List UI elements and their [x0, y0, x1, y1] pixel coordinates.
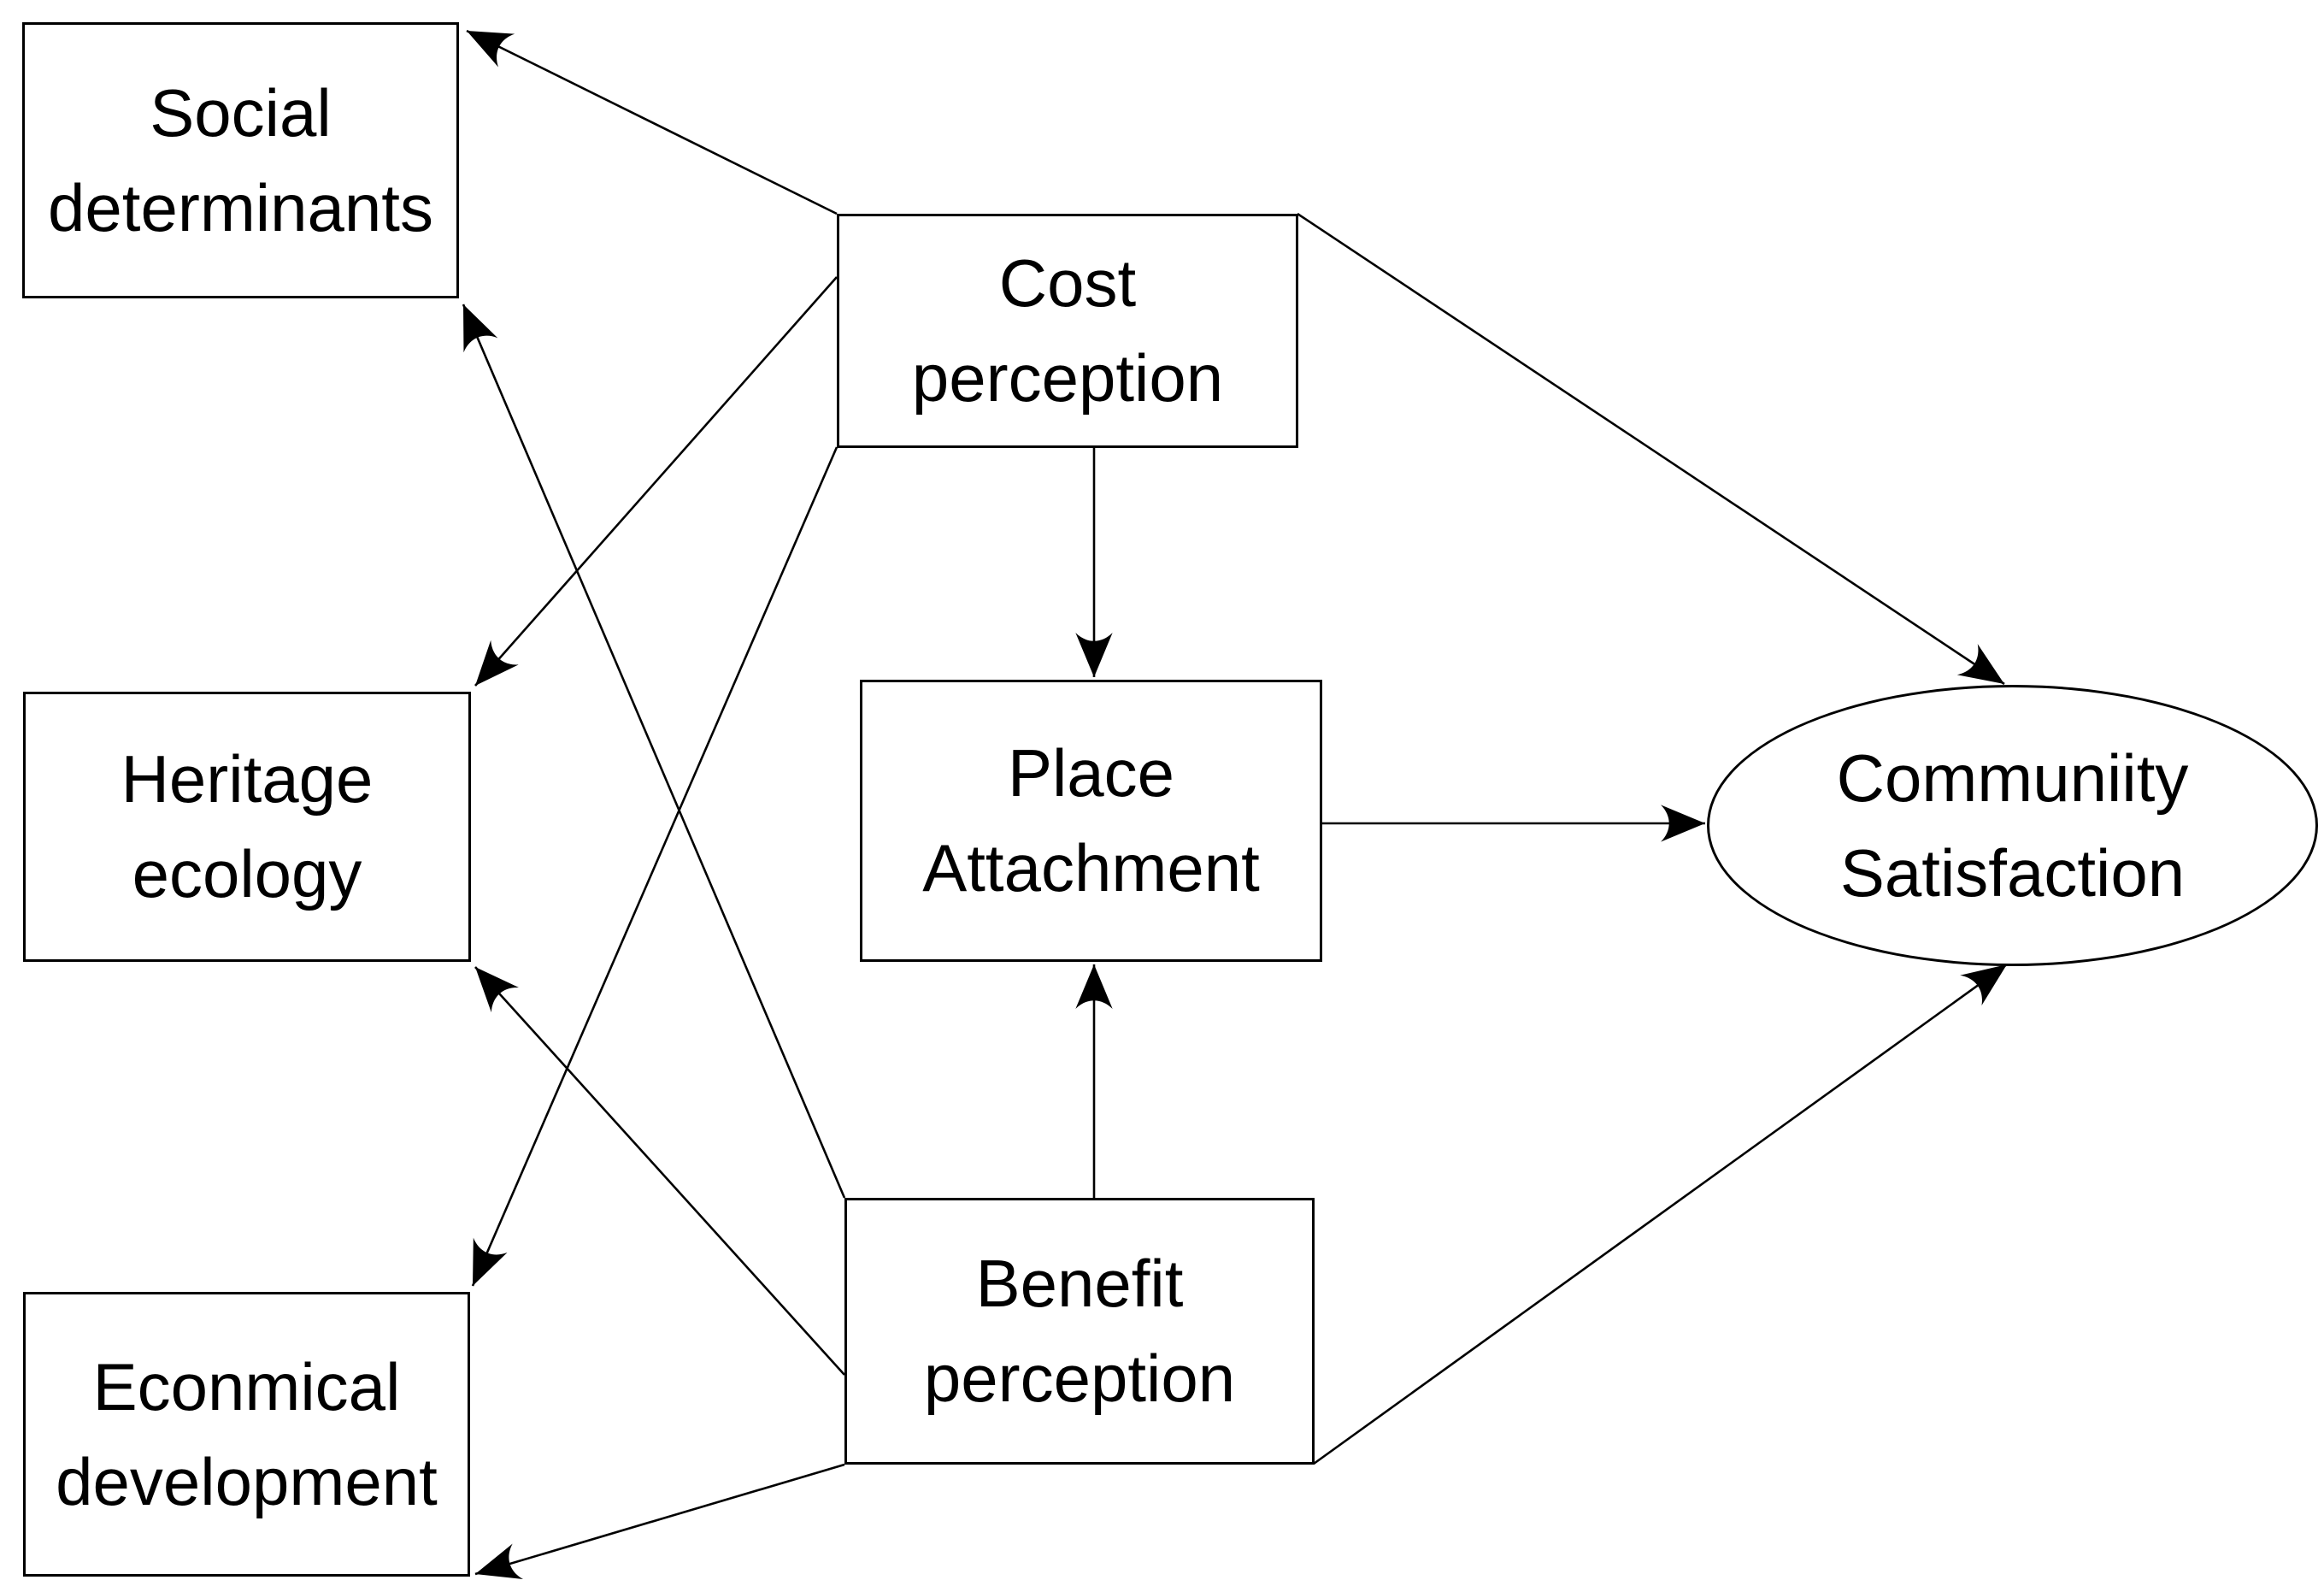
node-cost-perception-label-line1: Cost	[998, 245, 1137, 321]
node-economical-development-label-line2: development	[56, 1443, 438, 1519]
node-cost-perception-label-line2: perception	[911, 340, 1224, 416]
node-social-determinants-label-line1: Social	[150, 74, 332, 150]
node-community-satisfaction: Communiity Satisfaction	[1707, 685, 2318, 966]
node-community-satisfaction-label-line1: Communiity	[1836, 740, 2189, 816]
node-place-attachment-label-line2: Attachment	[922, 830, 1260, 905]
node-heritage-ecology: Heritage ecology	[23, 692, 471, 962]
node-place-attachment: Place Attachment	[860, 680, 1322, 962]
node-community-satisfaction-label-line2: Satisfaction	[1839, 834, 2186, 911]
node-benefit-perception-label-line2: perception	[923, 1341, 1236, 1416]
edge-benefit-to-economical	[474, 1463, 845, 1580]
node-social-determinants-label-line2: determinants	[48, 169, 433, 245]
edge-cost-to-heritage	[474, 276, 838, 687]
edge-benefit-to-heritage	[474, 966, 845, 1376]
edge-cost-to-community	[1297, 212, 2005, 686]
node-economical-development-label-line1: Econmical	[92, 1348, 401, 1424]
edge-benefit-to-social	[462, 304, 846, 1199]
node-social-determinants: Social determinants	[22, 22, 459, 298]
node-heritage-ecology-label-line2: ecology	[132, 836, 362, 911]
node-benefit-perception: Benefit perception	[844, 1198, 1315, 1465]
edge-cost-to-economical	[471, 446, 838, 1287]
node-heritage-ecology-label-line1: Heritage	[121, 741, 374, 817]
edge-benefit-to-community	[1313, 963, 2008, 1465]
node-cost-perception: Cost perception	[837, 214, 1298, 448]
node-economical-development: Econmical development	[23, 1292, 470, 1577]
edge-cost-to-social	[466, 29, 838, 215]
node-benefit-perception-label-line1: Benefit	[975, 1246, 1184, 1322]
node-place-attachment-label-line1: Place	[1007, 735, 1175, 811]
